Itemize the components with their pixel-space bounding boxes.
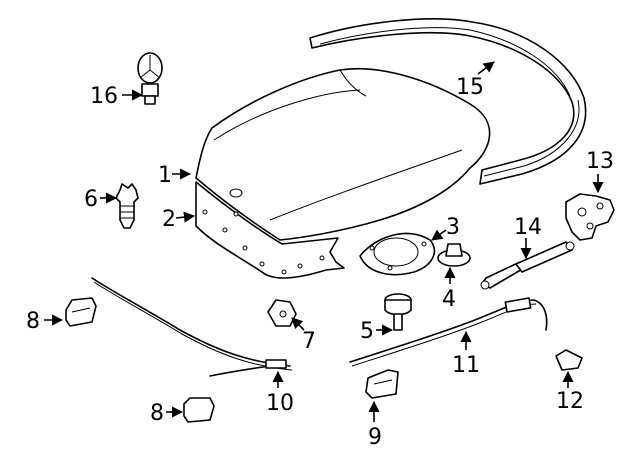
callout-7[interactable]: 7 [291,317,316,354]
cable-bracket-upper-drawing [65,297,97,327]
bumper-cushion-drawing [437,243,471,267]
lift-support-drawing [480,241,575,290]
callout-15[interactable]: 15 [456,61,495,100]
callout-label-7: 7 [302,329,316,354]
callout-8-upper[interactable]: 8 [26,309,64,334]
callout-label-11: 11 [452,353,480,378]
callout-1[interactable]: 1 [158,163,192,188]
emblem-drawing [137,52,163,105]
hood-panel-drawing [195,67,491,241]
callout-label-6: 6 [84,187,98,212]
insulation-pad-drawing [195,181,345,279]
leader-arrow [291,317,305,331]
bump-stop-drawing [384,293,412,331]
callout-label-5: 5 [360,319,374,344]
callout-6[interactable]: 6 [84,187,118,212]
callout-label-12: 12 [556,389,584,414]
callout-label-13: 13 [586,149,614,174]
callout-5[interactable]: 5 [360,319,394,344]
insulation-clip-drawing [115,183,139,229]
callout-label-14: 14 [514,215,542,240]
callout-13[interactable]: 13 [586,149,614,194]
callout-16[interactable]: 16 [90,84,144,109]
callout-label-4: 4 [442,287,456,312]
callout-label-1: 1 [158,163,172,188]
callout-label-8-lower: 8 [150,401,164,426]
leader-arrow [477,61,495,75]
hood-hinge-drawing [565,193,615,241]
callout-14[interactable]: 14 [514,215,542,260]
callout-label-10: 10 [266,391,294,416]
release-handle-clip-drawing [267,299,297,327]
release-cable-front-drawing [349,297,548,367]
hood-latch-drawing [365,369,399,399]
callout-11[interactable]: 11 [452,330,480,378]
cable-clip-drawing [555,349,583,371]
callout-12[interactable]: 12 [556,370,584,414]
mounting-plate-drawing [359,232,436,276]
callout-label-16: 16 [90,84,118,109]
cable-bracket-lower-drawing [183,397,215,423]
callout-8-lower[interactable]: 8 [150,401,184,426]
release-cable-rear-drawing [91,277,293,377]
callout-3[interactable]: 3 [431,215,460,241]
callout-4[interactable]: 4 [442,266,456,312]
callout-label-15: 15 [456,75,484,100]
weatherstrip-seal-drawing [309,18,587,185]
callout-10[interactable]: 10 [266,370,294,416]
callout-label-3: 3 [446,215,460,240]
leader-arrow [175,211,196,223]
callout-2[interactable]: 2 [162,207,196,232]
leader-arrow [431,229,447,241]
callout-label-8-upper: 8 [26,309,40,334]
callout-9[interactable]: 9 [368,400,382,450]
callout-label-2: 2 [162,207,176,232]
callout-label-9: 9 [368,425,382,450]
